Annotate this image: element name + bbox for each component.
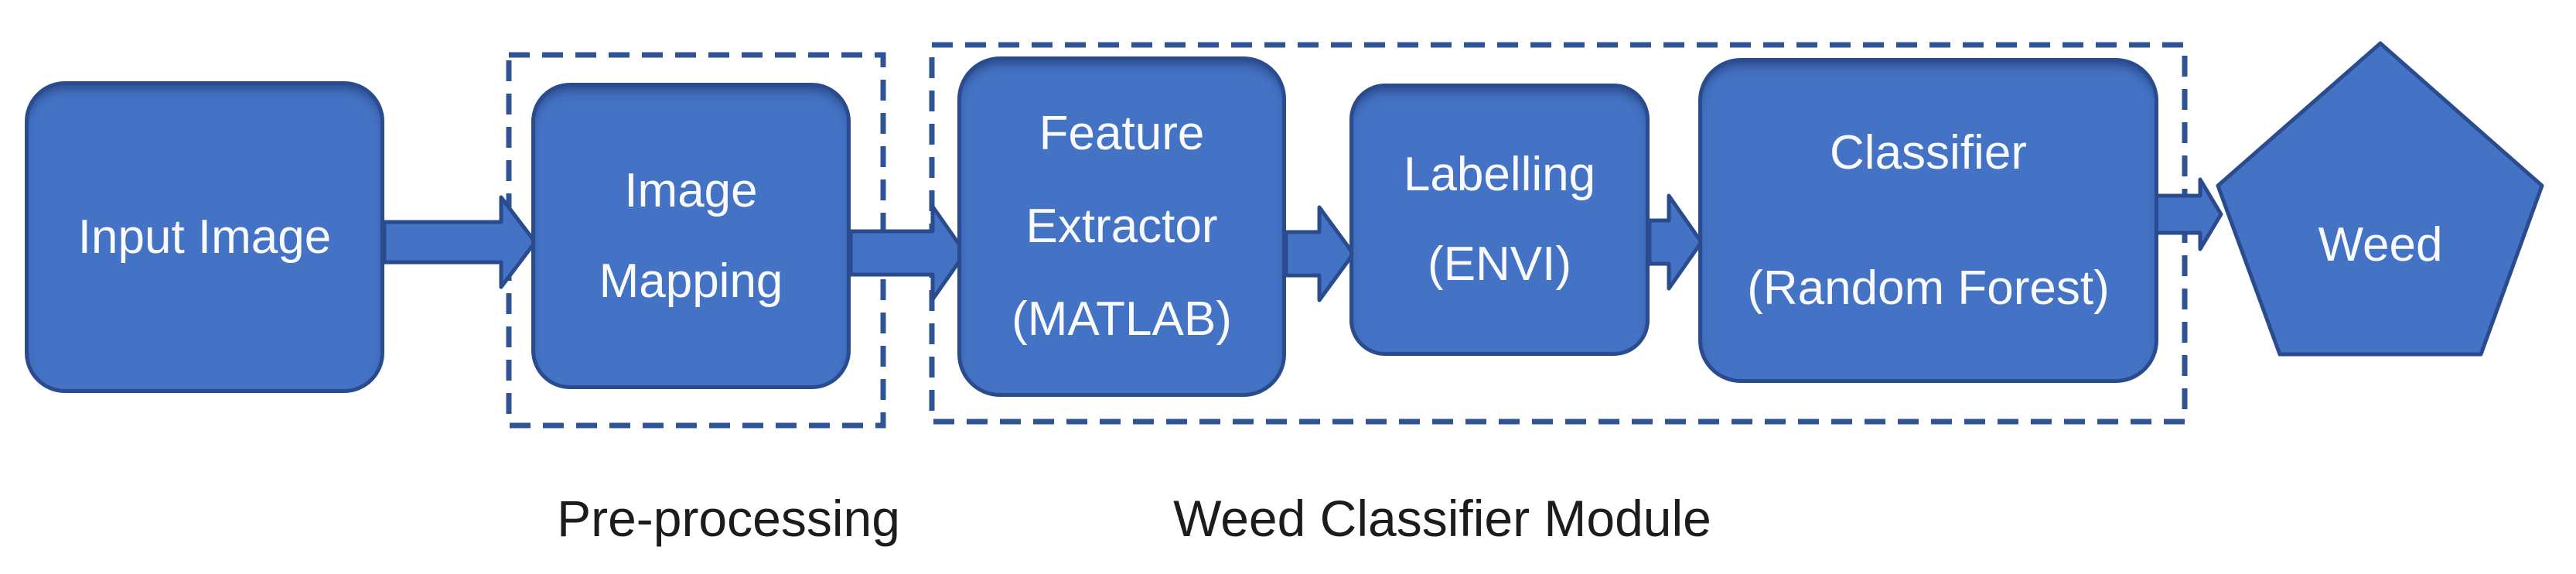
arrow-feature-to-labelling-icon	[1284, 205, 1356, 302]
arrow-labelling-to-classifier-icon	[1647, 193, 1704, 291]
node-label: (Random Forest)	[1747, 261, 2110, 315]
weed-output-pentagon	[2216, 41, 2544, 357]
node-label: Weed	[2318, 217, 2443, 272]
node-input-image: Input Image	[25, 81, 384, 393]
node-label: Mapping	[599, 255, 783, 308]
pre-processing-label: Pre-processing	[557, 490, 900, 547]
arrow-input-to-mapping-icon	[382, 195, 537, 289]
weed-output-label: Weed	[2226, 214, 2535, 275]
node-feature-extractor: Feature Extractor (MATLAB)	[957, 56, 1286, 397]
node-label: Labelling	[1403, 148, 1596, 201]
node-label: Image	[624, 164, 758, 217]
node-label: Feature	[1039, 107, 1205, 160]
node-label: Input Image	[77, 210, 332, 264]
node-classifier: Classifier (Random Forest)	[1698, 58, 2158, 383]
node-label: (ENVI)	[1428, 237, 1571, 291]
node-labelling: Labelling (ENVI)	[1349, 84, 1650, 356]
weed-classifier-module-label: Weed Classifier Module	[1173, 490, 1711, 547]
arrow-mapping-to-feature-icon	[848, 204, 967, 302]
node-label: Extractor	[1025, 200, 1218, 253]
node-label: Classifier	[1830, 126, 2027, 179]
node-label: (MATLAB)	[1012, 292, 1232, 346]
node-image-mapping: Image Mapping	[531, 83, 851, 389]
